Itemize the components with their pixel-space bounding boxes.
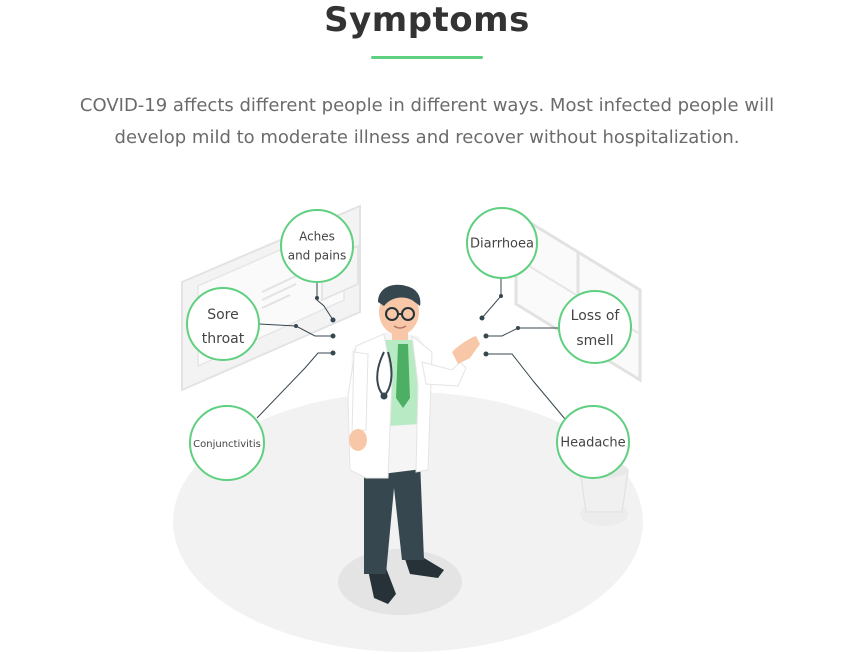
sore-throat-line-2: throat [202,331,245,347]
right-shoe [404,556,444,578]
left-shoe [368,568,396,604]
trousers [364,460,424,574]
aches-line-1: Aches [299,230,335,244]
symptom-headache: Headache [556,405,630,479]
title-underline [371,56,483,59]
symptom-conjunctivitis: Conjunctivitis [189,405,265,481]
intro-line-1: COVID-19 affects different people in dif… [79,95,775,116]
doctor-figure [347,284,480,604]
doctor-shadow [338,549,462,615]
symptom-diarrhoea: Diarrhoea [466,207,538,279]
tie [396,344,410,408]
loss-of-smell-line-2: smell [576,333,613,349]
headache-label: Headache [560,436,625,451]
intro-line-2: develop mild to moderate illness and rec… [114,127,740,148]
conjunctivitis-label: Conjunctivitis [193,439,261,450]
symptom-sore-throat: Sore throat [186,287,260,361]
connector-lines [256,278,566,420]
loss-of-smell-line-1: Loss of [571,308,621,324]
glasses [385,307,415,321]
diarrhoea-label: Diarrhoea [470,237,534,252]
hair [378,284,421,306]
page-title: Symptoms [324,0,530,40]
aches-line-2: and pains [288,249,347,263]
intro-paragraph: COVID-19 affects different people in dif… [20,90,834,154]
left-hand [349,429,367,451]
sore-throat-line-1: Sore [207,307,239,323]
smile [393,325,407,329]
symptom-loss-of-smell: Loss of smell [558,290,632,364]
left-arm [351,351,369,433]
right-arm [421,361,467,387]
right-hand [452,336,480,364]
symptom-aches: Aches and pains [280,209,354,283]
connector-dots [294,294,520,357]
